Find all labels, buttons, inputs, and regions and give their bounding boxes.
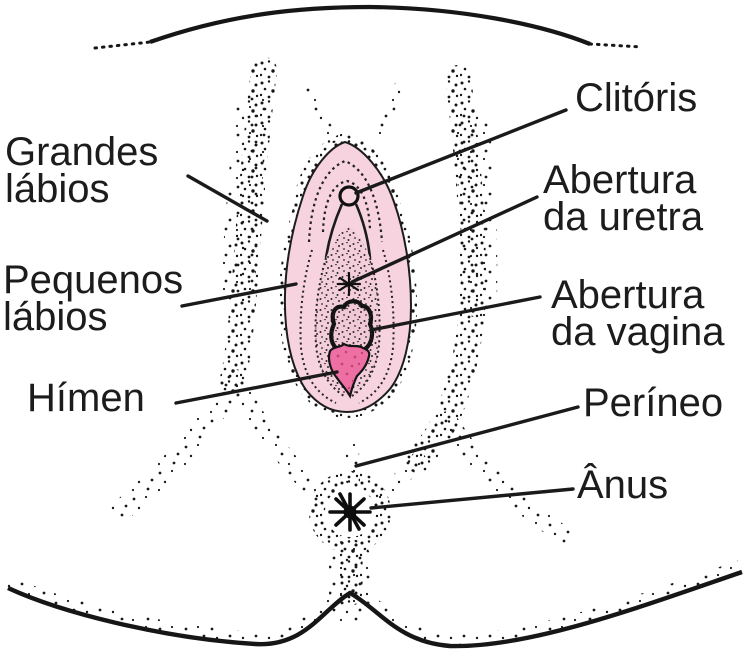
label-abertura-vagina: Abertura da vagina — [551, 273, 725, 354]
leader-line-anus — [369, 487, 575, 510]
label-clitoris: Clitóris — [575, 76, 698, 120]
label-grandes-labios-line2: lábios — [5, 167, 110, 211]
leader-line-clitoris — [354, 108, 568, 195]
clitoral-hood-folds — [307, 159, 384, 243]
label-grandes-labios: Grandes lábios — [5, 130, 159, 211]
anus-area — [309, 471, 391, 553]
label-perineo: Períneo — [583, 381, 724, 425]
vaginal-opening-speckle — [331, 302, 373, 354]
leader-line-perineo — [354, 405, 580, 468]
vulva-drawing — [278, 132, 418, 419]
label-perineo-text: Períneo — [583, 381, 724, 425]
hymen-shape — [327, 342, 371, 399]
buttock-crease-outline — [7, 569, 743, 649]
anus-stipple-ring — [309, 471, 391, 553]
label-pequenos-labios-line2: lábios — [3, 295, 108, 339]
label-clitoris-text: Clitóris — [575, 76, 698, 120]
leader-line-himen — [174, 370, 339, 405]
label-himen-text: Hímen — [27, 376, 145, 420]
leader-line-abertura-vagina — [369, 295, 542, 332]
torso-outline-top — [93, 4, 644, 50]
label-abertura-uretra-line1: Abertura — [543, 158, 697, 202]
leader-lines — [174, 108, 580, 510]
inner-labia-dotted-lines — [299, 249, 395, 404]
label-pequenos-labios: Pequenos lábios — [3, 258, 184, 339]
clitoral-glans — [338, 185, 360, 207]
label-abertura-vagina-line1: Abertura — [551, 273, 705, 317]
label-abertura-vagina-line2: da vagina — [551, 310, 725, 354]
label-himen: Hímen — [27, 376, 145, 420]
label-anus-text: Ânus — [577, 463, 669, 507]
labia-folds — [324, 203, 372, 259]
label-anus: Ânus — [577, 463, 669, 507]
label-abertura-uretra-line2: da uretra — [543, 195, 704, 239]
hymen-texture-dots — [336, 350, 364, 390]
anus-star-icon — [328, 492, 372, 532]
leader-line-pequenos-labios — [180, 282, 298, 308]
leader-line-grandes-labios — [186, 174, 269, 223]
label-grandes-labios-line1: Grandes — [5, 130, 159, 174]
label-pequenos-labios-line1: Pequenos — [3, 258, 184, 302]
label-abertura-uretra: Abertura da uretra — [543, 158, 704, 239]
leader-line-abertura-uretra — [350, 195, 539, 284]
